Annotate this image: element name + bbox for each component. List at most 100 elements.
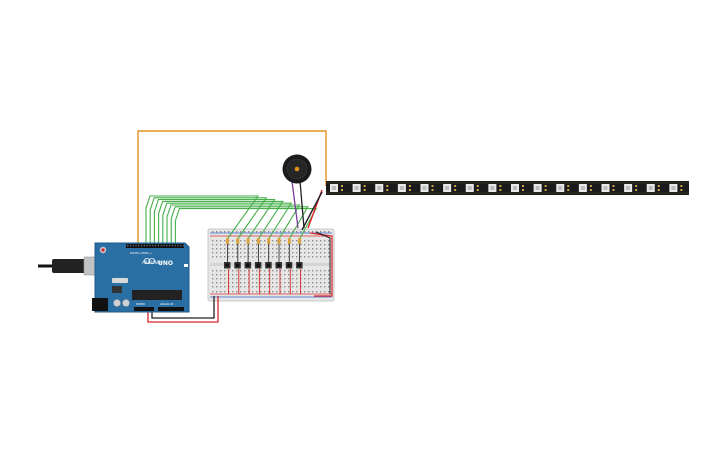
breadboard-hole bbox=[324, 252, 326, 254]
led-indicator bbox=[184, 264, 188, 267]
breadboard-hole bbox=[288, 244, 290, 246]
breadboard-hole bbox=[252, 244, 254, 246]
breadboard-hole bbox=[260, 274, 262, 276]
arduino-uno[interactable]: ARDUINO UNO DIGITAL (PWM~) POWER ANALOG … bbox=[38, 242, 190, 313]
breadboard-hole bbox=[212, 278, 214, 280]
wire-green-signal[interactable] bbox=[170, 206, 309, 244]
breadboard-hole bbox=[220, 278, 222, 280]
breadboard-hole bbox=[212, 282, 214, 284]
breadboard-hole bbox=[288, 274, 290, 276]
led-pixel-core bbox=[399, 186, 404, 190]
crystal bbox=[112, 278, 128, 283]
resistor bbox=[267, 238, 271, 244]
wire-black-buzzer[interactable] bbox=[299, 180, 305, 229]
breadboard-hole bbox=[240, 248, 242, 250]
strip-pad bbox=[589, 189, 592, 191]
wire-red-board-5v[interactable] bbox=[147, 296, 219, 323]
breadboard-hole bbox=[316, 240, 318, 242]
strip-pad bbox=[476, 189, 479, 191]
breadboard-hole bbox=[228, 244, 230, 246]
breadboard-hole bbox=[264, 248, 266, 250]
breadboard-hole bbox=[232, 274, 234, 276]
breadboard-hole bbox=[280, 252, 282, 254]
push-button-cap bbox=[266, 263, 271, 268]
led-pixel-core bbox=[467, 186, 472, 190]
breadboard-hole bbox=[240, 291, 242, 293]
breadboard-hole bbox=[276, 286, 278, 288]
breadboard-hole bbox=[228, 256, 230, 258]
breadboard-hole bbox=[284, 240, 286, 242]
breadboard-hole bbox=[268, 291, 270, 293]
breadboard-hole bbox=[224, 274, 226, 276]
breadboard-hole bbox=[244, 256, 246, 258]
breadboard-hole bbox=[296, 282, 298, 284]
wire-black-strip-ground[interactable] bbox=[301, 191, 323, 231]
breadboard-hole bbox=[296, 256, 298, 258]
breadboard-hole bbox=[328, 256, 330, 258]
breadboard-hole bbox=[312, 244, 314, 246]
breadboard-hole bbox=[288, 231, 290, 233]
neopixel-strip[interactable] bbox=[326, 181, 689, 195]
breadboard-hole bbox=[300, 244, 302, 246]
wire-black-board-gnd[interactable] bbox=[151, 296, 215, 319]
led-pixel-core bbox=[422, 186, 427, 190]
header-pin bbox=[143, 245, 145, 247]
header-pin bbox=[146, 245, 148, 247]
breadboard-hole bbox=[272, 282, 274, 284]
power-pins-label: POWER bbox=[136, 303, 145, 306]
reset-button-cap bbox=[101, 248, 105, 252]
breadboard-hole bbox=[236, 244, 238, 246]
resistor bbox=[298, 238, 302, 244]
header-pin bbox=[174, 245, 176, 247]
breadboard-hole bbox=[300, 252, 302, 254]
breadboard-hole bbox=[216, 231, 218, 233]
push-button-cap bbox=[225, 263, 229, 268]
breadboard-hole bbox=[304, 244, 306, 246]
breadboard-hole bbox=[284, 244, 286, 246]
breadboard-hole bbox=[288, 282, 290, 284]
piezo-buzzer[interactable] bbox=[282, 154, 312, 184]
breadboard-hole bbox=[264, 256, 266, 258]
header-pin bbox=[132, 245, 134, 247]
buzzer-center bbox=[294, 166, 300, 172]
breadboard-hole bbox=[272, 286, 274, 288]
strip-pad bbox=[522, 189, 524, 191]
wire-green-signal[interactable] bbox=[162, 202, 293, 244]
breadboard-hole bbox=[312, 270, 314, 272]
strip-pad bbox=[499, 185, 502, 187]
breadboard-hole bbox=[328, 270, 330, 272]
breadboard-hole bbox=[316, 274, 318, 276]
strip-pad bbox=[341, 185, 343, 187]
strip-pad bbox=[386, 189, 389, 191]
breadboard-hole bbox=[264, 286, 266, 288]
breadboard-hole bbox=[212, 240, 214, 242]
wire-green-signal[interactable] bbox=[174, 208, 318, 244]
green-signal-wires[interactable] bbox=[145, 195, 318, 244]
breadboard-hole bbox=[312, 274, 314, 276]
breadboard-hole bbox=[244, 286, 246, 288]
breadboard-hole bbox=[256, 286, 258, 288]
led-pixel-core bbox=[535, 186, 540, 190]
breadboard-hole bbox=[232, 278, 234, 280]
header-pin bbox=[169, 245, 171, 247]
wire-green-signal[interactable] bbox=[166, 204, 301, 244]
breadboard-hole bbox=[248, 252, 250, 254]
button-array[interactable] bbox=[224, 238, 303, 294]
breadboard-hole bbox=[328, 278, 330, 280]
breadboard-hole bbox=[220, 256, 222, 258]
wire-green-signal[interactable] bbox=[158, 200, 284, 244]
breadboard-hole bbox=[308, 274, 310, 276]
breadboard-hole bbox=[316, 231, 318, 233]
wire-green-signal[interactable] bbox=[149, 197, 268, 244]
wire-black-rail-side[interactable] bbox=[315, 231, 331, 294]
wire-green-signal[interactable] bbox=[145, 195, 260, 244]
wire-green-signal[interactable] bbox=[153, 199, 276, 244]
wire-purple-buzzer[interactable] bbox=[291, 180, 299, 229]
breadboard-holes bbox=[212, 231, 330, 293]
breadboard-hole bbox=[304, 240, 306, 242]
breadboard-hole bbox=[224, 252, 226, 254]
strip-pad bbox=[408, 189, 411, 191]
wire-orange-data[interactable] bbox=[137, 130, 327, 246]
breadboard-hole bbox=[236, 270, 238, 272]
